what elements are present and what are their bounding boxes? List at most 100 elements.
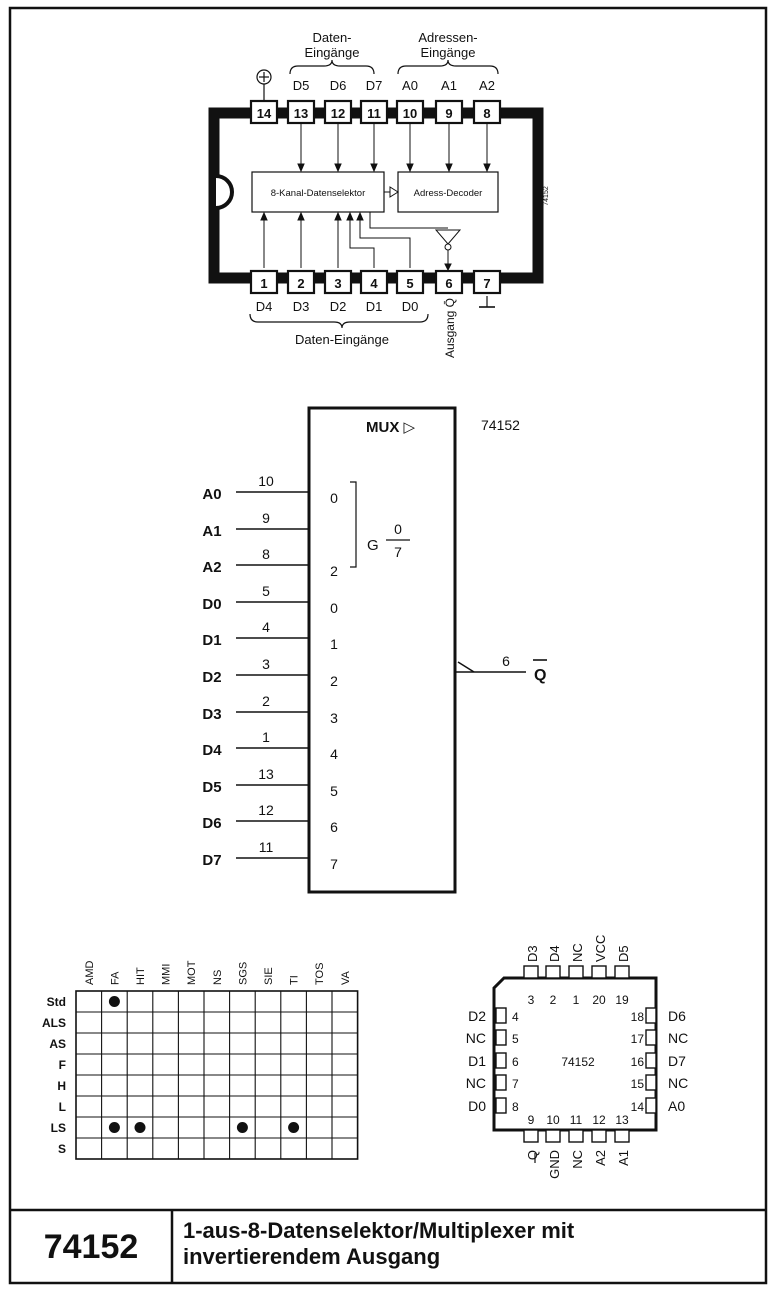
input-pin-d5: 13 <box>258 766 274 782</box>
datenselektor-label: 8-Kanal-Datenselektor <box>271 188 366 199</box>
plcc-pad-17 <box>645 1029 657 1046</box>
group-label-adressen-top-2: Eingänge <box>421 45 476 60</box>
output-negation-mark <box>457 661 475 673</box>
plcc-pin-label-4: D2 <box>468 1008 486 1024</box>
g-denominator: 7 <box>394 544 402 560</box>
plcc-pin-number-9: 9 <box>528 1113 535 1127</box>
plcc-pad-10 <box>545 1129 561 1143</box>
plcc-pin-number-5: 5 <box>512 1032 519 1046</box>
g-label: G <box>367 537 379 554</box>
input-name-a1: A1 <box>202 523 221 540</box>
mux-box <box>307 406 457 894</box>
input-pin-d6: 12 <box>258 802 274 818</box>
dip-pin-13 <box>286 99 316 125</box>
footer-title-line2: invertierendem Ausgang <box>183 1244 441 1269</box>
dip-pin-number-13: 13 <box>294 106 308 121</box>
availability-dot <box>108 996 120 1007</box>
input-pin-d1: 4 <box>262 619 270 635</box>
plcc-pin-label-11: NC <box>570 1150 585 1169</box>
dip-pin-2 <box>286 269 316 295</box>
availability-dot <box>288 1122 300 1133</box>
plcc-pad-4 <box>495 1007 507 1024</box>
plcc-pin-number-8: 8 <box>512 1100 519 1114</box>
dip-pin-5 <box>395 269 425 295</box>
mux-title: MUX ▷ <box>366 419 416 436</box>
plcc-pin-label-15: NC <box>668 1075 688 1091</box>
plcc-pad-20 <box>591 965 607 979</box>
input-pin-d7: 11 <box>259 839 274 855</box>
output-pin-number: 6 <box>502 653 510 669</box>
dip-pin-3 <box>323 269 353 295</box>
column-header-amd: AMD <box>84 961 96 986</box>
dip-pin-label-10: A0 <box>402 78 418 93</box>
dip-pin-number-8: 8 <box>483 106 490 121</box>
plcc-pin-label-2: D4 <box>547 945 562 962</box>
row-header-s: S <box>58 1142 66 1156</box>
group-label-adressen-top-1: Adressen- <box>418 30 477 45</box>
logic-symbol: MUX ▷ 74152 G 0 7 A0100A19A282D050D141D2… <box>202 406 547 894</box>
input-pin-d2: 3 <box>262 656 270 672</box>
row-header-h: H <box>57 1079 66 1093</box>
plcc-pad-18 <box>645 1007 657 1024</box>
dip-pin-9 <box>434 99 464 125</box>
row-header-as: AS <box>49 1037 66 1051</box>
row-header-ls: LS <box>51 1121 66 1135</box>
group-label-daten-top-2: Eingänge <box>305 45 360 60</box>
plcc-pad-2 <box>545 965 561 979</box>
input-pin-a0: 10 <box>258 473 274 489</box>
plcc-pad-1 <box>568 965 584 979</box>
brace-daten-top <box>289 59 375 75</box>
column-header-sie: SIE <box>263 967 275 985</box>
datenselektor-block <box>251 171 385 213</box>
dip-pin-1 <box>249 269 279 295</box>
column-header-ti: TI <box>289 975 301 985</box>
plcc-pin-number-1: 1 <box>573 993 580 1007</box>
column-header-hit: HIT <box>135 967 147 985</box>
dip-pin-number-2: 2 <box>297 276 304 291</box>
dip-pin-10 <box>395 99 425 125</box>
dip-pin-number-7: 7 <box>483 276 490 291</box>
input-name-d5: D5 <box>202 779 221 796</box>
plcc-pad-13 <box>614 1129 630 1143</box>
dip-pin-number-12: 12 <box>331 106 345 121</box>
dip-pin-label-12: D6 <box>330 78 347 93</box>
input-name-a0: A0 <box>202 486 221 503</box>
output-name: Q <box>534 667 546 684</box>
plcc-pad-16 <box>645 1052 657 1069</box>
plcc-pad-15 <box>645 1074 657 1091</box>
input-name-d1: D1 <box>202 632 221 649</box>
input-name-d3: D3 <box>202 706 221 723</box>
plcc-pad-3 <box>523 965 539 979</box>
input-name-d0: D0 <box>202 596 221 613</box>
brace-adressen-top <box>397 59 499 75</box>
plcc-pin-label-17: NC <box>668 1030 688 1046</box>
input-pin-d3: 2 <box>262 693 270 709</box>
row-header-f: F <box>59 1058 66 1072</box>
row-header-std: Std <box>47 995 66 1009</box>
plcc-pin-number-15: 15 <box>631 1077 645 1091</box>
dip-pin-4 <box>359 269 389 295</box>
column-header-mot: MOT <box>186 960 198 985</box>
dip-pin-label-6: Ausgang Q̄ <box>443 298 457 358</box>
column-header-va: VA <box>340 970 352 985</box>
row-header-l: L <box>59 1100 66 1114</box>
plcc-pin-number-14: 14 <box>631 1100 645 1114</box>
plcc-pin-label-1: NC <box>570 943 585 962</box>
group-label-daten-bottom: Daten-Eingänge <box>295 332 389 347</box>
dip-pin-number-4: 4 <box>370 276 378 291</box>
plcc-pin-number-12: 12 <box>592 1113 606 1127</box>
dip-pin-label-1: D4 <box>256 299 273 314</box>
input-qualifier-d4: 4 <box>330 746 338 762</box>
availability-dot <box>108 1122 120 1133</box>
plcc-pad-11 <box>568 1129 584 1143</box>
input-pin-d0: 5 <box>262 583 270 599</box>
plcc-pad-8 <box>495 1097 507 1114</box>
bottom-inner-lines <box>260 211 462 272</box>
column-header-ns: NS <box>212 970 224 985</box>
plcc-package-diagram: 74152 3D32D41NC20VCC19D54D25NC6D17NC8D01… <box>466 935 688 1179</box>
input-qualifier-d5: 5 <box>330 783 338 799</box>
plcc-pin-number-3: 3 <box>528 993 535 1007</box>
